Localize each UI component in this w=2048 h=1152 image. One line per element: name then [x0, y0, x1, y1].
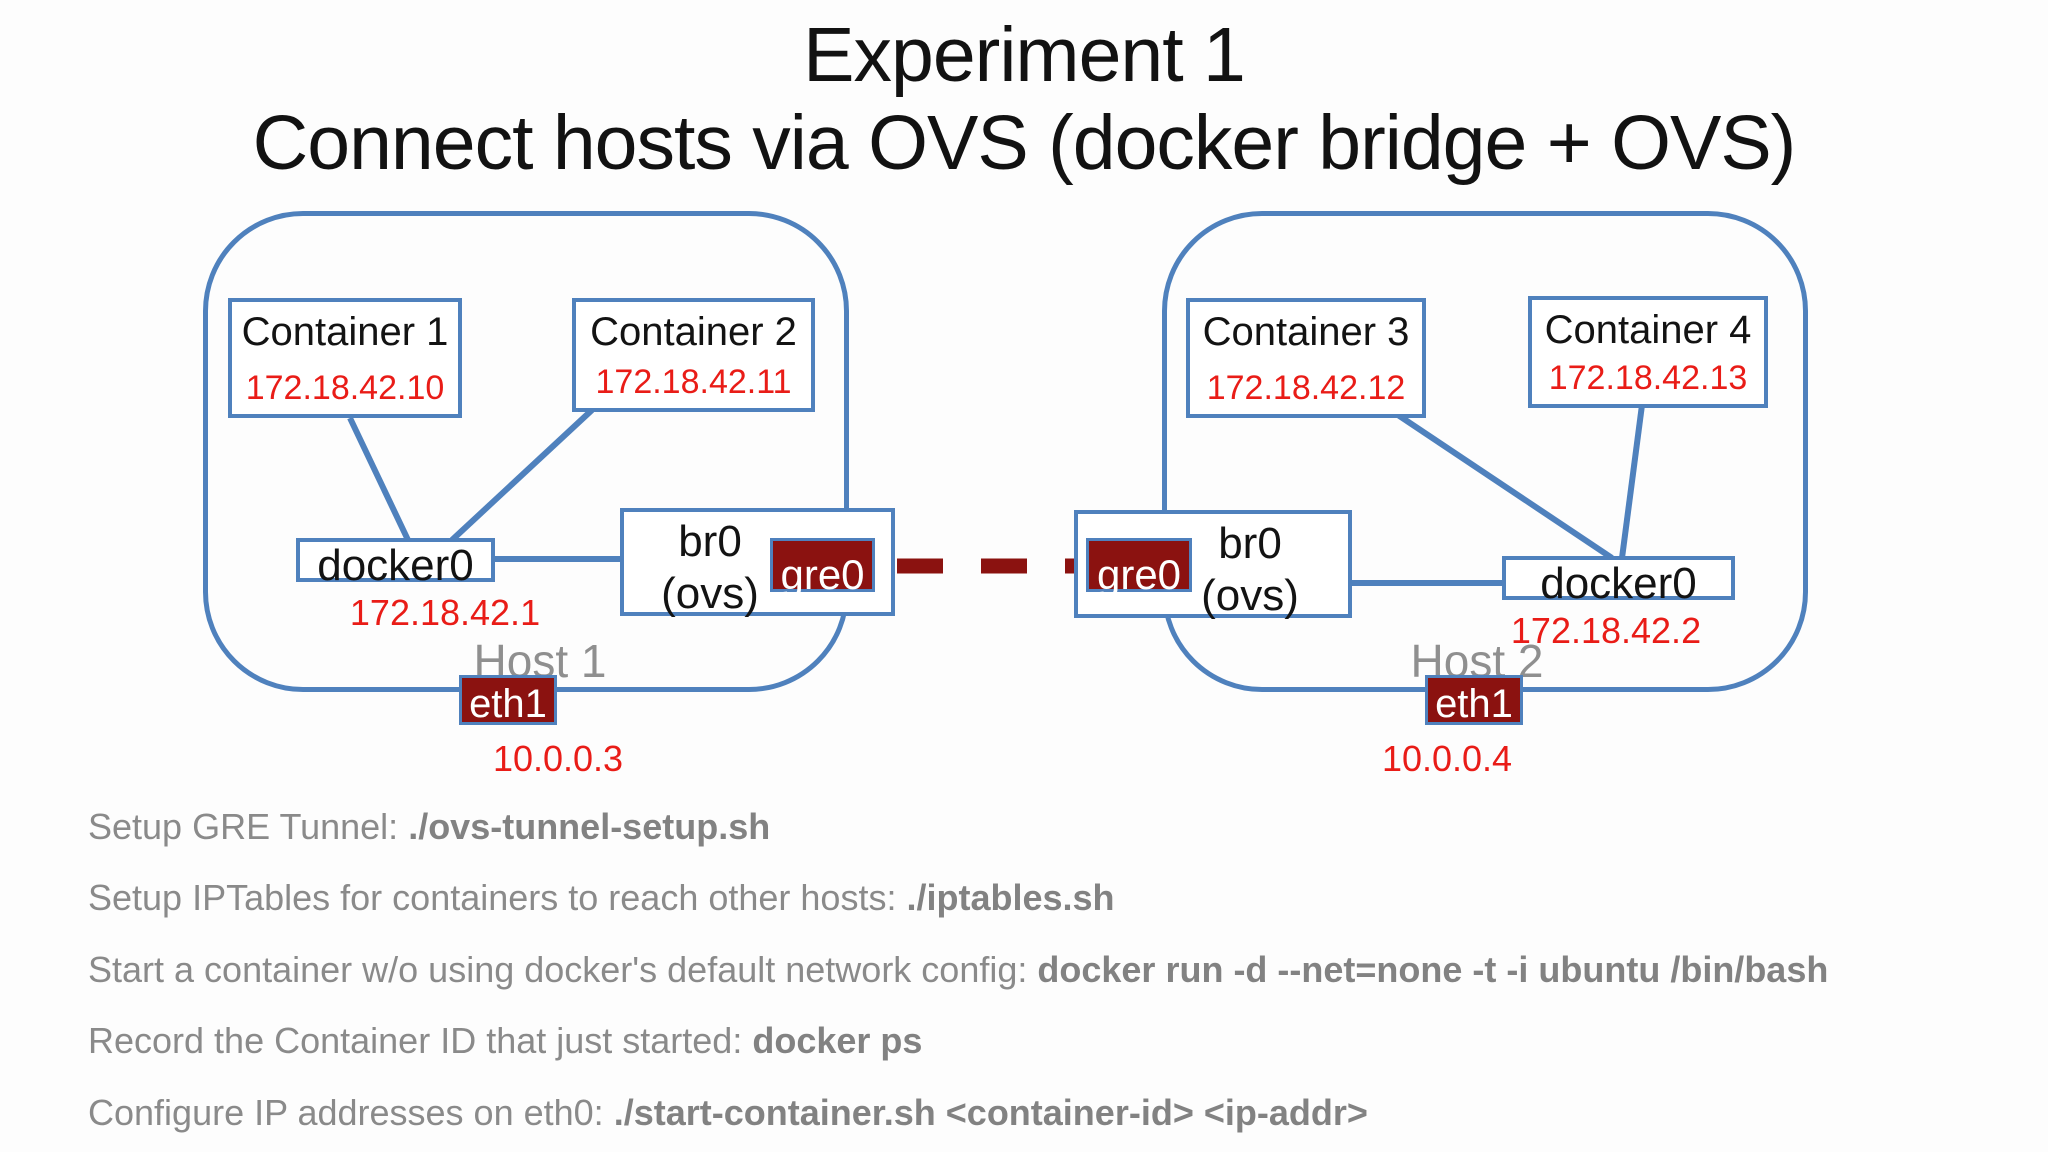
br0-box-host2: br0 (ovs): [1074, 510, 1352, 620]
gre0-port-host2: gre0: [1086, 538, 1192, 598]
docker0-ip-host1: 172.18.42.1: [349, 592, 541, 633]
gre0-port-host1: gre0: [770, 538, 875, 598]
instruction-command: ./start-container.sh <container-id> <ip-…: [613, 1092, 1368, 1133]
eth1-port-host1: eth1: [459, 675, 557, 726]
docker0-box-host1: docker0: [296, 538, 495, 590]
br0-box-host1: br0 (ovs): [620, 508, 895, 618]
instruction-command: ./ovs-tunnel-setup.sh: [408, 806, 771, 847]
eth1-port-host2: eth1: [1425, 675, 1523, 726]
container4-name: Container 4: [1544, 308, 1752, 352]
page-subtitle: Connect hosts via OVS (docker bridge + O…: [252, 100, 1797, 186]
instruction-command: ./iptables.sh: [906, 877, 1115, 918]
link-container1-docker0: [347, 416, 411, 542]
instruction-line: Start a container w/o using docker's def…: [88, 949, 1828, 991]
container2-name: Container 2: [590, 310, 797, 354]
eth1-ip-host2: 10.0.0.4: [1381, 738, 1513, 779]
br0-text-host2: br0 (ovs): [1170, 518, 1330, 622]
container3-box: Container 3 172.18.42.12: [1186, 298, 1426, 418]
br0-text-host1: br0 (ovs): [630, 516, 790, 620]
link-container2-docker0: [449, 407, 595, 543]
container2-box: Container 2 172.18.42.11: [572, 298, 815, 412]
instruction-text: Configure IP addresses on eth0:: [88, 1092, 614, 1133]
instruction-line: Record the Container ID that just starte…: [88, 1020, 922, 1062]
ovs-label-host1: (ovs): [661, 569, 759, 618]
docker0-box-host2: docker0: [1502, 556, 1735, 608]
ovs-label-host2: (ovs): [1201, 571, 1299, 620]
link-container3-docker0: [1396, 412, 1614, 561]
container3-ip: 172.18.42.12: [1206, 369, 1406, 407]
container3-name: Container 3: [1202, 310, 1410, 354]
container2-ip: 172.18.42.11: [595, 363, 792, 401]
instruction-command: docker run -d --net=none -t -i ubuntu /b…: [1037, 949, 1829, 990]
instruction-line: Setup GRE Tunnel: ./ovs-tunnel-setup.sh: [88, 806, 770, 848]
container1-box: Container 1 172.18.42.10: [228, 298, 462, 418]
link-container4-docker0: [1619, 404, 1645, 559]
page-title: Experiment 1: [803, 12, 1246, 98]
instruction-line: Setup IPTables for containers to reach o…: [88, 877, 1115, 919]
br0-label-host1: br0: [678, 517, 742, 566]
container1-ip: 172.18.42.10: [245, 369, 445, 407]
container4-ip: 172.18.42.13: [1548, 359, 1748, 397]
br0-label-host2: br0: [1218, 519, 1282, 568]
instruction-text: Setup IPTables for containers to reach o…: [88, 877, 907, 918]
instruction-text: Setup GRE Tunnel:: [88, 806, 409, 847]
instruction-text: Start a container w/o using docker's def…: [88, 949, 1038, 990]
instruction-line: Configure IP addresses on eth0: ./start-…: [88, 1092, 1368, 1134]
instruction-command: docker ps: [752, 1020, 923, 1061]
container1-name: Container 1: [241, 310, 449, 354]
docker0-label-host1: docker0: [317, 541, 474, 590]
container4-box: Container 4 172.18.42.13: [1528, 296, 1768, 408]
docker0-ip-host2: 172.18.42.2: [1510, 610, 1702, 651]
docker0-label-host2: docker0: [1540, 559, 1697, 608]
instruction-text: Record the Container ID that just starte…: [88, 1020, 753, 1061]
eth1-ip-host1: 10.0.0.3: [492, 738, 624, 779]
